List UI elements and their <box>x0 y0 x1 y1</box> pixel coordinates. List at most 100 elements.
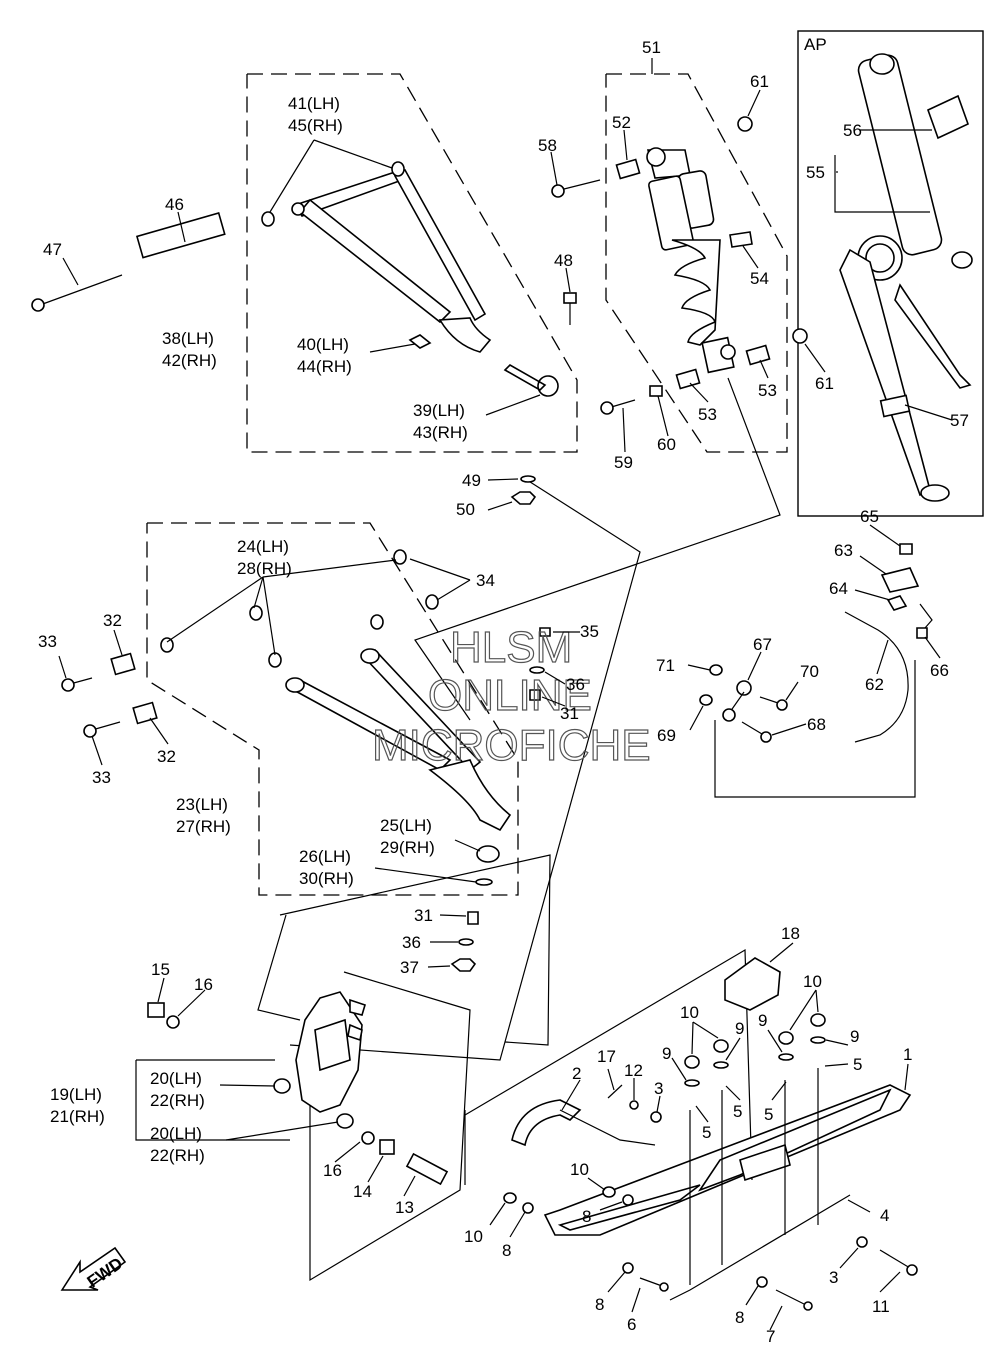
callout-56: 56 <box>843 121 862 140</box>
callout-11: 11 <box>872 1297 890 1316</box>
callout-8-c: 8 <box>595 1295 604 1314</box>
callout-27: 27(RH) <box>176 817 231 836</box>
callout-37: 37 <box>400 958 419 977</box>
callout-9-c: 9 <box>758 1011 767 1030</box>
nut-10-b <box>713 1039 729 1053</box>
callout-24: 24(LH) <box>237 537 289 556</box>
watermark: HLSM ONLINE MICROFICHE <box>371 622 651 770</box>
bushing-15 <box>147 1002 165 1018</box>
callout-13: 13 <box>395 1198 414 1217</box>
link-67 <box>722 680 752 722</box>
nut-10-d <box>810 1013 826 1027</box>
callout-labels: 47 46 41(LH) 45(RH) 38(LH) 42(RH) 40(LH)… <box>38 35 969 1346</box>
spindle <box>295 991 366 1113</box>
callout-14: 14 <box>353 1182 372 1201</box>
callout-47: 47 <box>43 240 62 259</box>
collar-52 <box>615 158 641 180</box>
runner-4 <box>669 1194 851 1301</box>
callout-69: 69 <box>657 726 676 745</box>
callout-16-upper: 16 <box>194 975 213 994</box>
callout-18: 18 <box>781 924 800 943</box>
nut-71 <box>709 664 723 676</box>
leader-lines <box>58 58 953 1331</box>
spacer-31-upper <box>529 689 541 701</box>
callout-54: 54 <box>750 269 769 288</box>
bolt-65 <box>899 543 913 555</box>
sleeve-46 <box>135 212 226 259</box>
washer-9-c <box>778 1053 794 1061</box>
washer-12 <box>629 1100 639 1110</box>
bolt-7 <box>775 1289 813 1311</box>
washer-8-c <box>622 1262 634 1274</box>
callout-33-upper: 33 <box>38 632 57 651</box>
callout-57: 57 <box>950 411 969 430</box>
nut-69 <box>699 694 713 706</box>
callout-41: 41(LH) <box>288 94 340 113</box>
washer-36-upper <box>529 666 545 674</box>
spacer-60 <box>649 385 663 397</box>
bolt-48 <box>563 292 577 325</box>
callout-4: 4 <box>880 1206 889 1225</box>
bolt-11 <box>879 1249 918 1276</box>
callout-9-d: 9 <box>850 1027 859 1046</box>
bolt-58 <box>551 179 601 198</box>
callout-9-a: 9 <box>735 1019 744 1038</box>
ski-stud-bolts <box>689 1068 819 1285</box>
washer-9-d <box>810 1036 826 1044</box>
callout-61-top: 61 <box>750 72 769 91</box>
bolt-6 <box>639 1277 669 1292</box>
connector-line <box>279 854 551 1046</box>
callout-61-bottom: 61 <box>815 374 834 393</box>
callout-19: 19(LH) <box>50 1085 102 1104</box>
callout-68: 68 <box>807 715 826 734</box>
washer-8-b <box>522 1202 534 1214</box>
callout-12: 12 <box>624 1061 643 1080</box>
callout-16-lower: 16 <box>323 1161 342 1180</box>
upper-a-arm <box>291 168 492 353</box>
callout-63: 63 <box>834 541 853 560</box>
callout-1: 1 <box>903 1045 912 1064</box>
callout-53-left: 53 <box>698 405 717 424</box>
callout-20-upper: 20(LH) <box>150 1069 202 1088</box>
watermark-line1: HLSM <box>450 623 572 672</box>
callout-10-c: 10 <box>570 1160 589 1179</box>
bolt-59 <box>600 399 636 415</box>
callout-44: 44(RH) <box>297 357 352 376</box>
cable-62 <box>844 611 909 743</box>
callout-66: 66 <box>930 661 949 680</box>
sleeve-32-upper <box>110 652 136 676</box>
bolt-33-lower <box>83 721 121 738</box>
washer-9-a <box>684 1079 700 1087</box>
callout-60: 60 <box>657 435 676 454</box>
washer-26 <box>475 878 493 886</box>
bracket-63 <box>880 567 920 593</box>
callout-7: 7 <box>766 1327 775 1346</box>
collar-53-lower <box>675 368 701 390</box>
washer-9-b <box>713 1061 729 1069</box>
callout-38: 38(LH) <box>162 329 214 348</box>
connector-line <box>714 660 916 798</box>
callout-42: 42(RH) <box>162 351 217 370</box>
callout-5-c: 5 <box>702 1123 711 1142</box>
bolt-47 <box>31 274 123 312</box>
bushing-20-upper <box>273 1078 291 1094</box>
callout-55: 55 <box>806 163 825 182</box>
callout-5-b: 5 <box>733 1102 742 1121</box>
watermark-line2: ONLINE <box>428 671 592 720</box>
washer-49 <box>520 475 536 483</box>
callout-ap: AP <box>804 35 827 54</box>
shock-56-ap <box>857 53 973 269</box>
collar-14 <box>379 1139 395 1155</box>
callout-32-upper: 32 <box>103 611 122 630</box>
connector-line <box>464 948 753 1181</box>
clamp-54 <box>729 231 753 248</box>
callout-46: 46 <box>165 195 184 214</box>
ball-joint-39 <box>503 364 559 397</box>
bolt-70 <box>759 696 788 711</box>
bushing-20-lower <box>336 1113 354 1129</box>
callout-5-d: 5 <box>764 1105 773 1124</box>
callout-26: 26(LH) <box>299 847 351 866</box>
bushing-61-upper <box>737 116 753 132</box>
lower-arm-group-outline <box>146 522 519 896</box>
